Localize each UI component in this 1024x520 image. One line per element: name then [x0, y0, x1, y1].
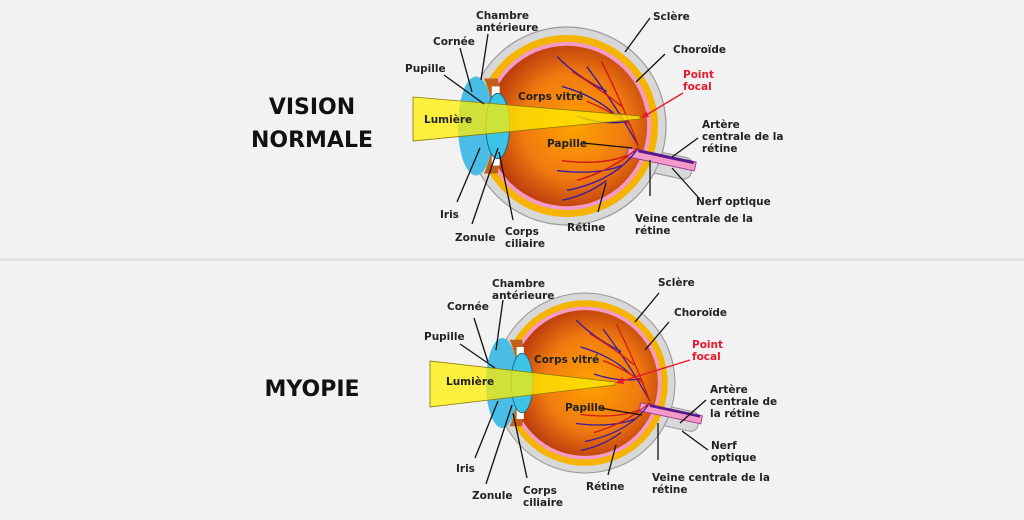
label-chambre-1: Chambre [476, 10, 529, 22]
label-artere-3: rétine [702, 143, 738, 155]
focal-arrow [642, 92, 684, 118]
label-chambre-2: antérieure [492, 290, 554, 302]
label-veine-2: rétine [652, 484, 688, 496]
label-corps-vitre: Corps vitré [518, 91, 583, 103]
focal-arrow [618, 359, 691, 383]
label-artere-3: la rétine [710, 408, 760, 420]
label-papille: Papille [547, 138, 587, 150]
focal-arrowhead [641, 111, 649, 118]
title-line-1: VISION [269, 95, 355, 120]
label-artere-1: Artère [702, 119, 740, 131]
leader-lines [443, 17, 699, 225]
label-point-focal-2: focal [692, 351, 721, 363]
label-cornee: Cornée [447, 301, 489, 313]
panel-vision-normale: VISION NORMALE Chambre antérieure Cornée… [251, 10, 783, 250]
light-beam [429, 360, 616, 408]
label-retine: Rétine [567, 222, 605, 234]
label-pupille: Pupille [405, 63, 446, 75]
label-lumiere: Lumière [446, 376, 494, 388]
label-iris: Iris [456, 463, 475, 475]
label-veine-1: Veine centrale de la [635, 213, 753, 225]
label-corps-ciliaire-1: Corps [505, 226, 539, 238]
label-corps-vitre: Corps vitré [534, 354, 599, 366]
focal-arrowhead [616, 377, 624, 384]
label-zonule: Zonule [472, 490, 513, 502]
label-nerf-1: Nerf [711, 440, 737, 452]
label-sclere: Sclère [658, 277, 695, 289]
label-artere-2: centrale de [710, 396, 777, 408]
label-choroide: Choroïde [674, 307, 727, 319]
label-zonule: Zonule [455, 232, 496, 244]
label-chambre-2: antérieure [476, 22, 538, 34]
label-artere-2: centrale de la [702, 131, 783, 143]
label-choroide: Choroïde [673, 44, 726, 56]
label-iris: Iris [440, 209, 459, 221]
label-lumiere: Lumière [424, 114, 472, 126]
label-sclere: Sclère [653, 11, 690, 23]
label-cornee: Cornée [433, 36, 475, 48]
leader-lines [459, 292, 709, 485]
label-artere-1: Artère [710, 384, 748, 396]
panel-myopie: MYOPIE Chambre antérieure Cornée Pupille… [264, 277, 777, 509]
label-retine: Rétine [586, 481, 624, 493]
panel-divider [0, 258, 1024, 261]
label-point-focal-1: Point [692, 339, 723, 351]
label-corps-ciliaire-1: Corps [523, 485, 557, 497]
label-pupille: Pupille [424, 331, 465, 343]
title-line-1: MYOPIE [264, 377, 359, 402]
label-corps-ciliaire-2: ciliaire [505, 238, 545, 250]
label-nerf-2: optique [711, 452, 756, 464]
label-veine-2: rétine [635, 225, 671, 237]
label-nerf: Nerf optique [696, 196, 771, 208]
label-point-focal-2: focal [683, 81, 712, 93]
title-line-2: NORMALE [251, 128, 373, 153]
light-beam [412, 96, 641, 142]
label-chambre-1: Chambre [492, 278, 545, 290]
label-corps-ciliaire-2: ciliaire [523, 497, 563, 509]
label-point-focal-1: Point [683, 69, 714, 81]
label-veine-1: Veine centrale de la [652, 472, 770, 484]
label-papille: Papille [565, 402, 605, 414]
